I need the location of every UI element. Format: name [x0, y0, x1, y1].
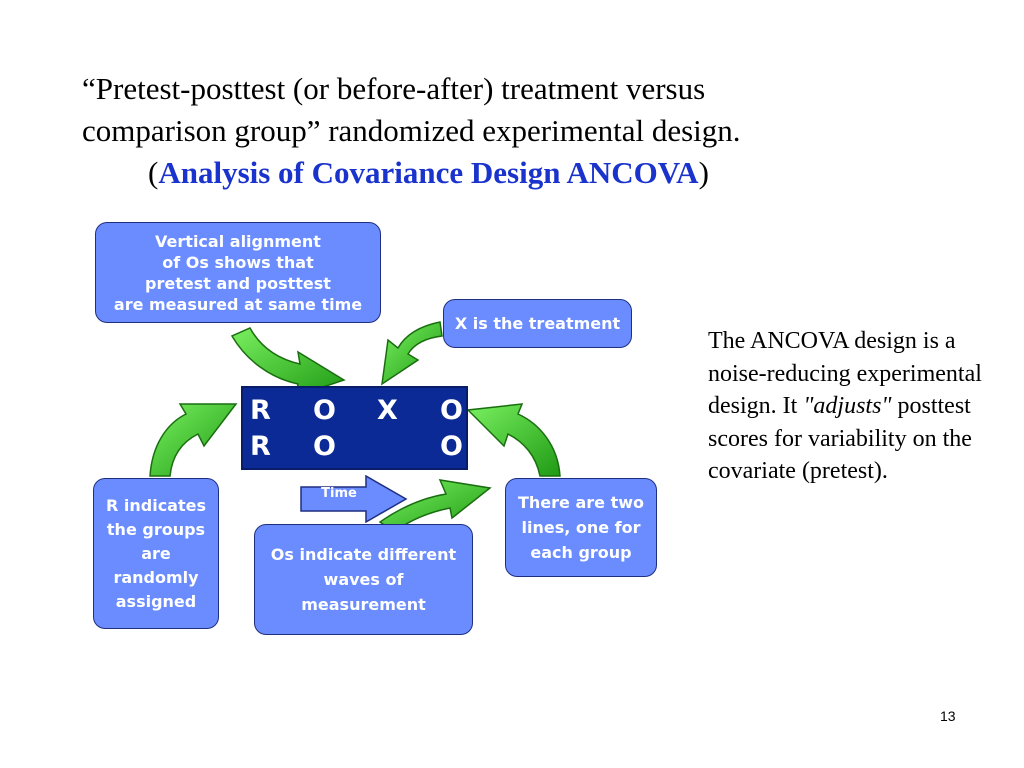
time-label: Time [321, 486, 357, 501]
time-arrow-icon [300, 475, 408, 523]
title-accent: Analysis of Covariance Design ANCOVA [158, 155, 699, 190]
ancova-description-part2: posttest scores for variability on the c… [708, 393, 972, 484]
callout-two-lines: There are two lines, one for each group [505, 478, 657, 577]
title-line-1: “Pretest-posttest (or before-after) trea… [82, 71, 706, 106]
callout-vertical-alignment-text: Vertical alignment of Os shows that pret… [113, 231, 363, 314]
notation-r2-r: R [250, 431, 271, 462]
callout-random: R indicates the groups are randomly assi… [93, 478, 219, 629]
callout-waves-text: Os indicate different waves of measureme… [270, 545, 457, 614]
page-number: 13 [940, 708, 956, 724]
notation-r1-posttest: O [440, 395, 463, 426]
ancova-description: The ANCOVA design is a noise-reducing ex… [708, 325, 1008, 488]
slide-title: “Pretest-posttest (or before-after) trea… [60, 68, 964, 194]
callout-vertical-alignment: Vertical alignment of Os shows that pret… [95, 222, 381, 323]
title-line-2: comparison group” randomized experimenta… [82, 113, 741, 148]
callout-two-lines-text: There are two lines, one for each group [518, 493, 644, 562]
ancova-description-emphasis: "adjusts" [803, 393, 892, 419]
title-paren-close: ) [698, 155, 709, 190]
arrow-to-random-icon [149, 403, 238, 477]
arrow-to-waves-icon [378, 479, 492, 533]
notation-r2-pretest: O [313, 431, 336, 462]
notation-r1-r: R [250, 395, 271, 426]
notation-r1-pretest: O [313, 395, 336, 426]
title-line-3: (Analysis of Covariance Design ANCOVA) [60, 152, 964, 194]
ancova-description-part1: The ANCOVA design is a noise-reducing ex… [708, 328, 982, 419]
callout-random-text: R indicates the groups are randomly assi… [105, 495, 206, 611]
arrow-to-lines-icon [466, 403, 561, 477]
title-paren-open: ( [148, 155, 159, 190]
callout-treatment-text: X is the treatment [454, 314, 621, 333]
design-notation: R O X O R O O [241, 386, 468, 470]
callout-treatment: X is the treatment [443, 299, 632, 348]
callout-waves: Os indicate different waves of measureme… [254, 524, 473, 635]
arrow-to-treatment-icon [381, 321, 443, 386]
notation-r2-posttest: O [440, 431, 463, 462]
notation-r1-treatment: X [377, 395, 398, 426]
